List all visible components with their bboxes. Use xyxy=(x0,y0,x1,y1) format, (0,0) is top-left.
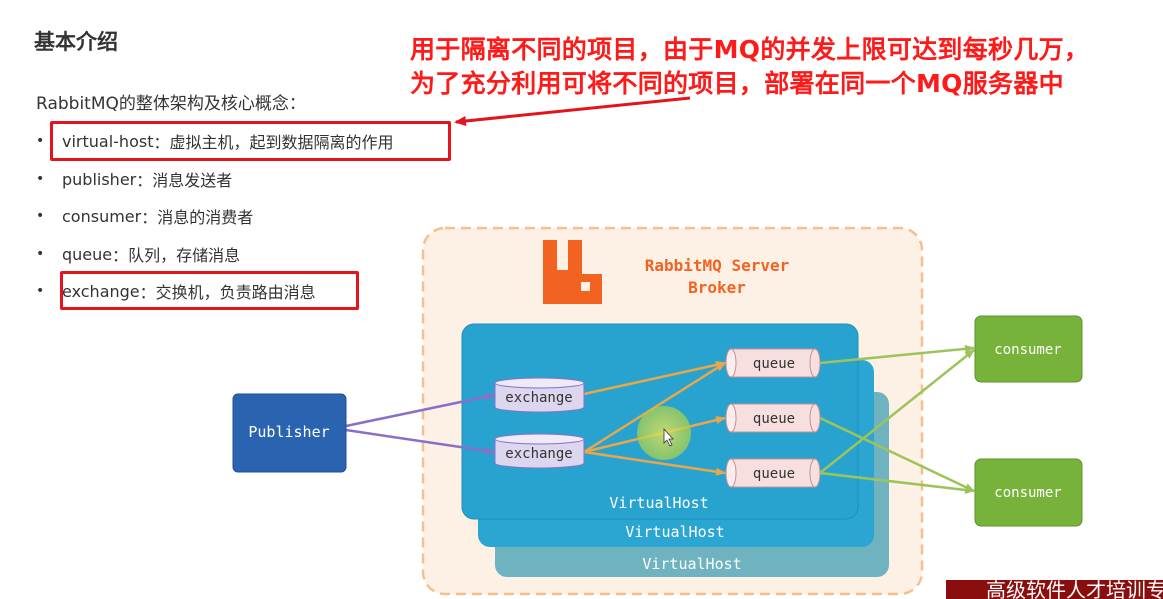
virtual-host-middle-label: VirtualHost xyxy=(625,523,724,541)
bullet-desc: ：队列，存储消息 xyxy=(112,246,241,265)
arrow-publisher-exchange-2 xyxy=(345,428,495,455)
queue-label-3: queue xyxy=(753,466,795,482)
arrow-exchange-queue-2 xyxy=(583,361,726,454)
mouse-pointer-icon xyxy=(663,427,674,447)
bullet-queue: • queue：队列，存储消息 xyxy=(36,242,240,266)
bullet-term: virtual-host xyxy=(62,131,154,151)
bullet-term: exchange xyxy=(62,281,140,301)
exchange-label-1: exchange xyxy=(505,390,572,406)
queue-label-2: queue xyxy=(753,411,795,427)
server-subtitle: Broker xyxy=(688,278,746,297)
exchange-label-2: exchange xyxy=(505,446,572,462)
publisher-label: Publisher xyxy=(248,423,329,441)
annotation-line-1: 用于隔离不同的项目，由于MQ的并发上限可达到每秒几万， xyxy=(410,35,1090,64)
queue-2 xyxy=(725,403,821,433)
bullet-consumer: • consumer：消息的消费者 xyxy=(36,204,253,228)
rabbitmq-logo-icon xyxy=(543,240,602,304)
bullet-publisher: • publisher：消息发送者 xyxy=(36,167,232,191)
annotation-line-2: 为了充分利用可将不同的项目，部署在同一个MQ服务器中 xyxy=(410,69,1064,98)
bullet-term: queue xyxy=(62,244,113,264)
bullet-virtual-host: • virtual-host：虚拟主机，起到数据隔离的作用 xyxy=(36,129,393,153)
bullet-dot: • xyxy=(36,171,45,187)
arrow-exchange-queue-4 xyxy=(583,450,726,476)
consumer-label-2: consumer xyxy=(994,485,1061,501)
virtual-host-front-label: VirtualHost xyxy=(609,494,708,512)
bullet-desc: ：虚拟主机，起到数据隔离的作用 xyxy=(153,133,394,152)
footer-banner: 高级软件人才培训专 xyxy=(946,580,1163,599)
highlight-exchange xyxy=(60,271,359,310)
bullet-dot: • xyxy=(36,208,45,224)
virtual-host-back-label: VirtualHost xyxy=(642,555,741,573)
queue-3 xyxy=(725,458,821,488)
annotation-arrow xyxy=(454,96,691,126)
arrow-queue-consumer-4 xyxy=(819,471,975,494)
footer-text: 高级软件人才培训专 xyxy=(986,580,1163,599)
bullet-desc: ：消息的消费者 xyxy=(141,208,254,227)
arrow-publisher-exchange-1 xyxy=(345,392,495,428)
bullet-desc: ：消息发送者 xyxy=(136,171,233,190)
exchange-cylinder-2 xyxy=(494,433,585,469)
arrow-queue-consumer-3 xyxy=(819,349,975,474)
bullet-exchange: • exchange：交换机，负责路由消息 xyxy=(36,279,316,303)
consumer-box-2 xyxy=(974,458,1083,527)
arrow-exchange-queue-1 xyxy=(583,361,726,396)
bullet-term: publisher xyxy=(62,169,137,189)
exchange-cylinder-1 xyxy=(494,377,585,413)
bullet-dot: • xyxy=(36,133,45,149)
server-title: RabbitMQ Server xyxy=(645,256,790,275)
queue-label-1: queue xyxy=(753,356,795,372)
queue-1 xyxy=(725,348,821,378)
consumer-box-1 xyxy=(974,315,1083,383)
consumer-label-1: consumer xyxy=(994,342,1061,358)
bullet-term: consumer xyxy=(62,206,142,226)
intro-text: RabbitMQ的整体架构及核心概念： xyxy=(36,94,306,114)
arrow-queue-consumer-2 xyxy=(819,416,975,493)
publisher-box xyxy=(232,393,347,473)
bullet-dot: • xyxy=(36,283,45,299)
arrow-queue-consumer-1 xyxy=(819,344,975,365)
bullet-dot: • xyxy=(36,246,45,262)
bullet-desc: ：交换机，负责路由消息 xyxy=(139,283,316,302)
page-title: 基本介绍 xyxy=(34,30,118,54)
highlight-virtual-host xyxy=(50,121,451,161)
